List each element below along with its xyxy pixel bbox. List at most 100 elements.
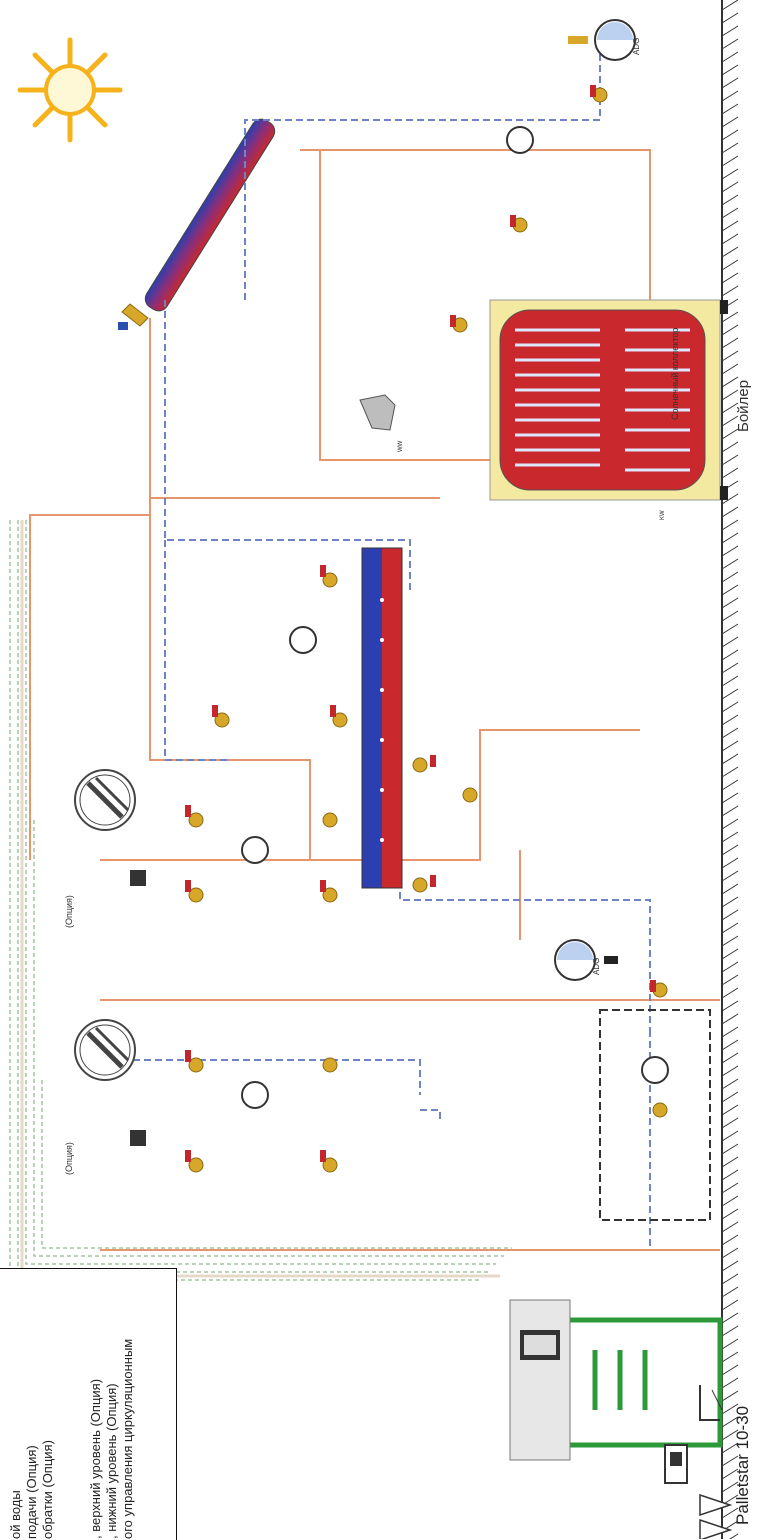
ww-label: WW [398,440,404,452]
ground-hatch [721,545,739,557]
heater-label: Palletstar 10-30 [733,1405,752,1525]
ground-hatch [721,1091,739,1103]
legend-line-6: , нижний уровень (Опция) [104,1383,119,1539]
boiler-tank-label: Бойлер [735,379,752,432]
ground-hatch [721,1247,739,1259]
ground-hatch [721,831,739,843]
legend-line-3: обратки (Опция) [40,1440,55,1539]
ground-hatch [721,909,739,921]
mixing-group-box [599,1009,711,1221]
option-label-right: (Опция) [64,895,74,928]
ground-hatch [721,12,739,24]
ground-hatch [721,1143,739,1155]
pellet-boiler [509,1299,723,1461]
ground-hatch [721,1468,739,1480]
warning-triangles [699,1493,733,1539]
ground-hatch [721,90,739,102]
ground-hatch [721,259,739,271]
ground-hatch [721,675,739,687]
ground-hatch [721,0,739,11]
ground-hatch [721,77,739,89]
ground-hatch [721,1481,739,1493]
ground-hatch [721,766,739,778]
ground-hatch [721,454,739,466]
ground-hatch [721,441,739,453]
solar-collector [118,118,276,330]
ground-hatch [721,1416,739,1428]
kw-label: KW [660,510,666,520]
ground-hatch [721,493,739,505]
ground-hatch [721,961,739,973]
ground-hatch [721,636,739,648]
ground-hatch [721,1273,739,1285]
ground-hatch [721,415,739,427]
radiator-right [74,769,136,831]
ground-hatch [721,662,739,674]
ground-hatch [721,558,739,570]
ground-hatch [721,1117,739,1129]
ground-hatch [721,688,739,700]
ground-hatch [721,519,739,531]
ground-hatch [721,1325,739,1337]
adg-label-mid: ADG [592,957,601,975]
ground-hatch [729,1533,739,1539]
ground-hatch [721,25,739,37]
ground-hatch [721,1169,739,1181]
ground-hatch [721,935,739,947]
pumps [241,126,669,1109]
valves [185,85,668,1173]
legend-line-7: ого управления циркуляционным [120,1338,135,1539]
ground-hatch [721,922,739,934]
ground-hatch [721,402,739,414]
ground-hatch [721,896,739,908]
ground-hatch [721,1351,739,1363]
ground-hatch [721,1078,739,1090]
ground-hatch [721,389,739,401]
legend-line-2: подачи (Опция) [24,1445,39,1539]
ground-hatch [721,363,739,375]
ground-hatch [721,38,739,50]
ground-hatch [721,1364,739,1376]
ground-hatch [721,792,739,804]
ground-hatch [721,350,739,362]
ground-hatch [721,1026,739,1038]
ground-hatch [721,1182,739,1194]
adg-label-top: ADG [632,37,641,55]
ground-hatch [721,207,739,219]
ground-hatch [721,324,739,336]
ground-hatch [721,1130,739,1142]
ground-hatch [721,1429,739,1441]
ground-hatch [721,506,739,518]
ground-hatch [721,1338,739,1350]
ground-hatch [721,779,739,791]
ground-hatch [721,376,739,388]
feed-unit [664,1444,688,1484]
ground-hatch [721,1208,739,1220]
ground-hatch [721,532,739,544]
ground-hatch [721,987,739,999]
ground-hatch [721,870,739,882]
ground-hatch [721,571,739,583]
expansion-vessel-top [568,19,636,61]
legend-line-5: , верхний уровень (Опция) [88,1378,103,1539]
ground-hatch [721,948,739,960]
ground-hatch [721,194,739,206]
ground-hatch [721,311,739,323]
ground-hatch [721,51,739,63]
ground-hatch [721,64,739,76]
manifold [361,547,403,889]
room-controller-right [130,870,146,886]
ground-hatch [721,142,739,154]
ground-hatch [721,1013,739,1025]
ground-hatch [721,220,739,232]
ground-hatch [721,168,739,180]
ground-hatch [721,1234,739,1246]
ground-hatch [721,805,739,817]
ground-hatch [721,974,739,986]
ground-hatch [721,727,739,739]
room-controller-left [130,1130,146,1146]
ground-hatch [721,753,739,765]
ground-hatch [721,649,739,661]
ground-hatch [721,623,739,635]
ground-hatch [721,1195,739,1207]
